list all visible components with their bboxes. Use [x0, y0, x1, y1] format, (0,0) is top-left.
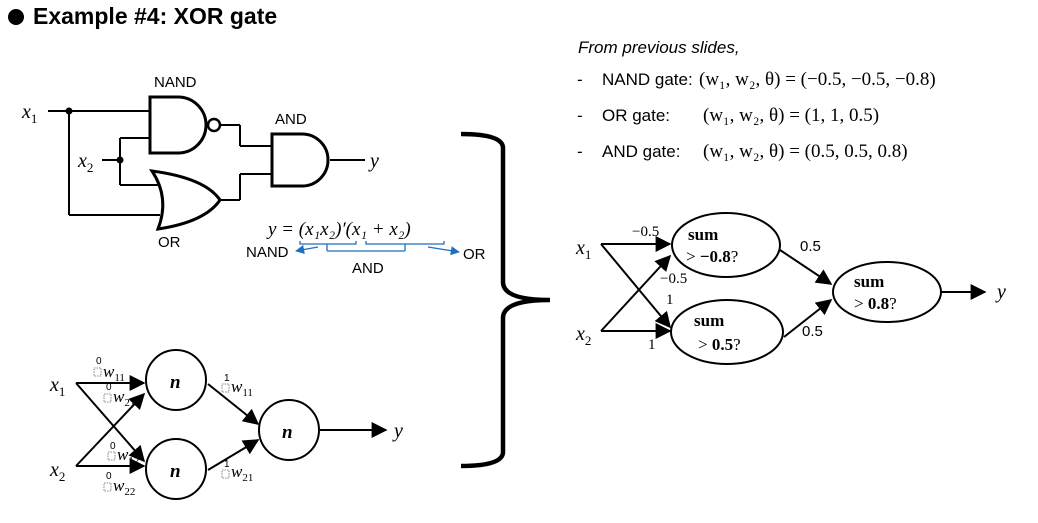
gate-values: (w₁, w₂, θ) = (1, 1, 0.5) [703, 105, 880, 126]
svg-text:sum: sum [694, 311, 724, 330]
formula-block: y = (x₁x₂)′(x₁ + x₂) NAND AND OR [246, 219, 486, 277]
circuit-input-x2: x2 [77, 150, 93, 175]
net-node-hidden-2 [145, 438, 207, 500]
xor-node-out-label: sum > 0.8? [854, 272, 897, 313]
weight-w11-l0: 0 w11 [93, 356, 125, 384]
xor-node-out [832, 261, 942, 323]
list-dash: - [577, 106, 583, 125]
net-input-x2: x2 [49, 459, 65, 484]
formula-text: y = (x₁x₂)′(x₁ + x₂) [266, 219, 411, 240]
list-dash: - [577, 70, 583, 89]
net-node-output [258, 399, 320, 461]
list-dash: - [577, 142, 583, 161]
svg-text:w11: w11 [103, 362, 125, 384]
nand-bubble [206, 117, 222, 133]
svg-text:> −0.8?: > −0.8? [686, 247, 738, 266]
generic-network: x1 x2 n n n y 0 w11 [49, 349, 403, 500]
slide-title: Example #4: XOR gate [33, 3, 278, 29]
circuit-output-y: y [368, 150, 379, 172]
svg-text:1: 1 [224, 459, 230, 470]
nand-gate [148, 95, 222, 155]
net-node-hidden-1 [145, 349, 207, 411]
weight-bottom-out: 0.5 [802, 323, 823, 340]
svg-text:w12: w12 [117, 445, 139, 467]
svg-text:w11: w11 [231, 377, 253, 399]
svg-text:w22: w22 [113, 476, 135, 498]
net-input-x1: x1 [49, 374, 65, 399]
and-gate [270, 132, 330, 188]
circuit-input-x1: x1 [21, 101, 37, 126]
weight-x1-top: −0.5 [632, 224, 659, 240]
svg-text:0: 0 [106, 382, 112, 393]
xor-node-top [671, 212, 781, 278]
or-gate [148, 169, 222, 231]
logic-circuit: x1 x2 [21, 74, 379, 251]
gate-values: (w₁, w₂, θ) = (−0.5, −0.5, −0.8) [699, 69, 936, 90]
big-brace [460, 131, 551, 469]
svg-text:> 0.5?: > 0.5? [698, 335, 741, 354]
node-label: n [170, 461, 181, 482]
svg-text:0: 0 [96, 356, 102, 367]
svg-text:sum: sum [854, 272, 884, 291]
gate-name: NAND gate: [602, 70, 693, 89]
nand-label: NAND [154, 74, 197, 91]
weight-w21-l0: 0 w21 [103, 382, 135, 409]
xor-node-bottom [670, 299, 784, 365]
svg-text:sum: sum [688, 225, 718, 244]
xor-edges [600, 236, 987, 339]
gate-values: (w₁, w₂, θ) = (0.5, 0.5, 0.8) [703, 141, 908, 162]
weight-w11-l1: 1 w11 [221, 373, 253, 399]
or-label: OR [158, 234, 181, 251]
xor-input-x2: x2 [575, 323, 591, 348]
gate-name: OR gate: [602, 106, 671, 125]
weight-x1-bottom: 1 [666, 292, 674, 308]
gate-name: AND gate: [602, 142, 681, 161]
svg-text:> 0.8?: > 0.8? [854, 294, 897, 313]
xor-input-x1: x1 [575, 237, 591, 262]
net-output-y: y [392, 420, 403, 442]
node-label: n [170, 372, 181, 393]
xor-output-y: y [995, 281, 1006, 303]
weight-w22-l0: 0 w22 [103, 471, 135, 498]
weight-x2-top: −0.5 [660, 271, 687, 287]
net-edges [75, 375, 388, 474]
node-label: n [282, 422, 293, 443]
weight-w12-l0: 0 w12 [107, 441, 139, 467]
junction-dot [116, 156, 124, 164]
svg-text:1: 1 [224, 373, 230, 384]
svg-text:0: 0 [106, 471, 112, 482]
xor-node-top-label: sum > −0.8? [686, 225, 738, 266]
weight-x2-bottom: 1 [648, 337, 656, 353]
formula-and-label: AND [352, 260, 384, 277]
svg-text:w21: w21 [113, 387, 135, 409]
bullet-icon [8, 9, 24, 25]
junction-dot [65, 107, 73, 115]
weight-top-out: 0.5 [800, 238, 821, 255]
formula-nand-label: NAND [246, 244, 289, 261]
xor-node-bottom-label: sum > 0.5? [694, 311, 741, 354]
formula-or-label: OR [463, 246, 486, 263]
svg-text:0: 0 [110, 441, 116, 452]
xor-network: x1 x2 sum > −0.8? sum > 0.5? [575, 212, 1006, 365]
formula-braces [295, 241, 460, 256]
and-label: AND [275, 111, 307, 128]
weight-w21-l1: 1 w21 [221, 459, 253, 484]
intro-text: From previous slides, [578, 38, 740, 57]
svg-text:w21: w21 [231, 462, 253, 484]
